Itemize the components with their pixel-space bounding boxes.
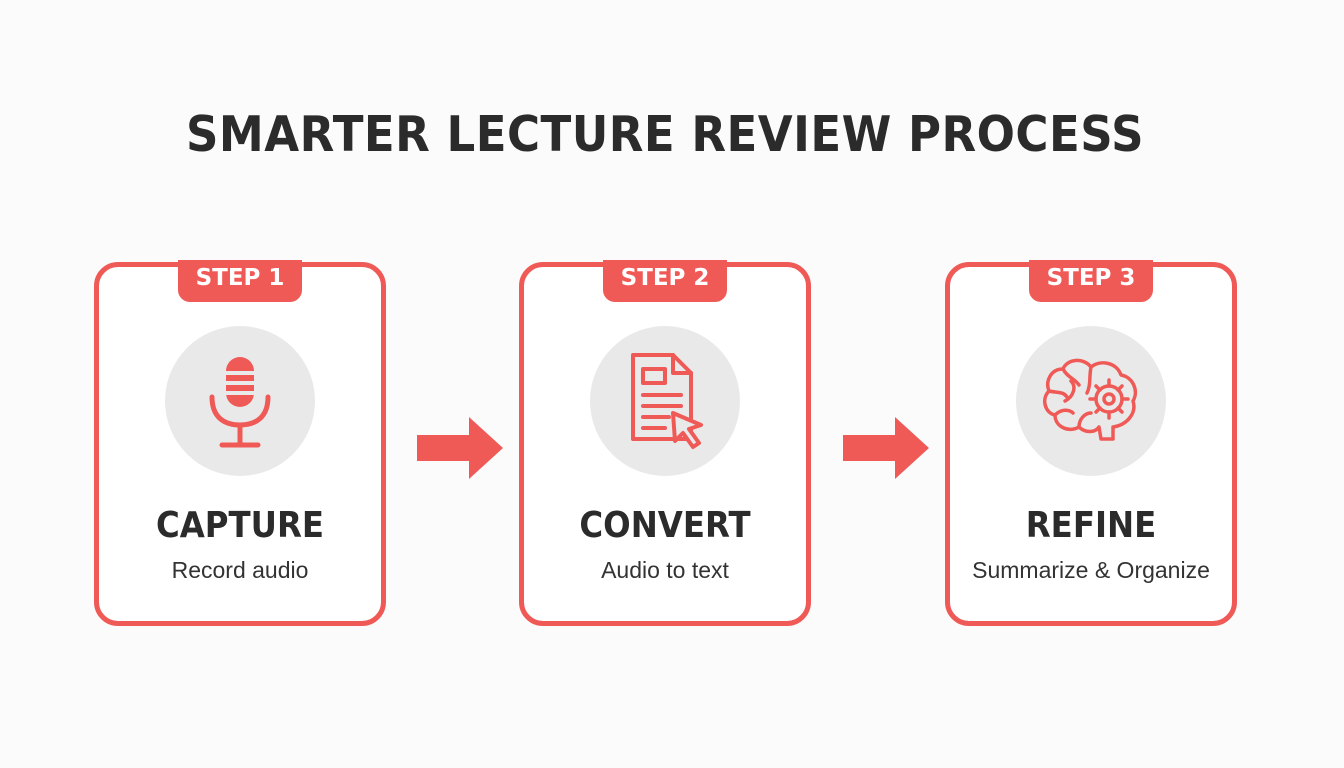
step-card-convert: STEP 2 CONVERT Audio to text [519,260,811,626]
icon-circle [1016,326,1166,476]
arrow-right-icon [417,417,503,479]
step-card-capture: STEP 1 CAPTURE Record audio [94,260,386,626]
page-title: SMARTER LECTURE REVIEW PROCESS [185,106,1145,163]
icon-circle [590,326,740,476]
step-badge: STEP 1 [178,260,302,302]
step-title: CAPTURE [155,505,325,546]
step-subtitle: Record audio [171,557,309,583]
step-subtitle: Summarize & Organize [972,557,1210,583]
icon-circle [165,326,315,476]
step-badge: STEP 3 [1029,260,1153,302]
step-badge: STEP 2 [603,260,727,302]
step-title: CONVERT [579,505,751,546]
step-subtitle: Audio to text [601,557,729,583]
document-cursor-icon [631,353,703,449]
step-title: REFINE [1025,505,1157,546]
arrow-right-icon [843,417,929,479]
brain-gear-icon [1043,358,1138,441]
step-card-refine: STEP 3 REFINE Summarize & Organize [945,260,1237,626]
microphone-icon [209,357,271,448]
